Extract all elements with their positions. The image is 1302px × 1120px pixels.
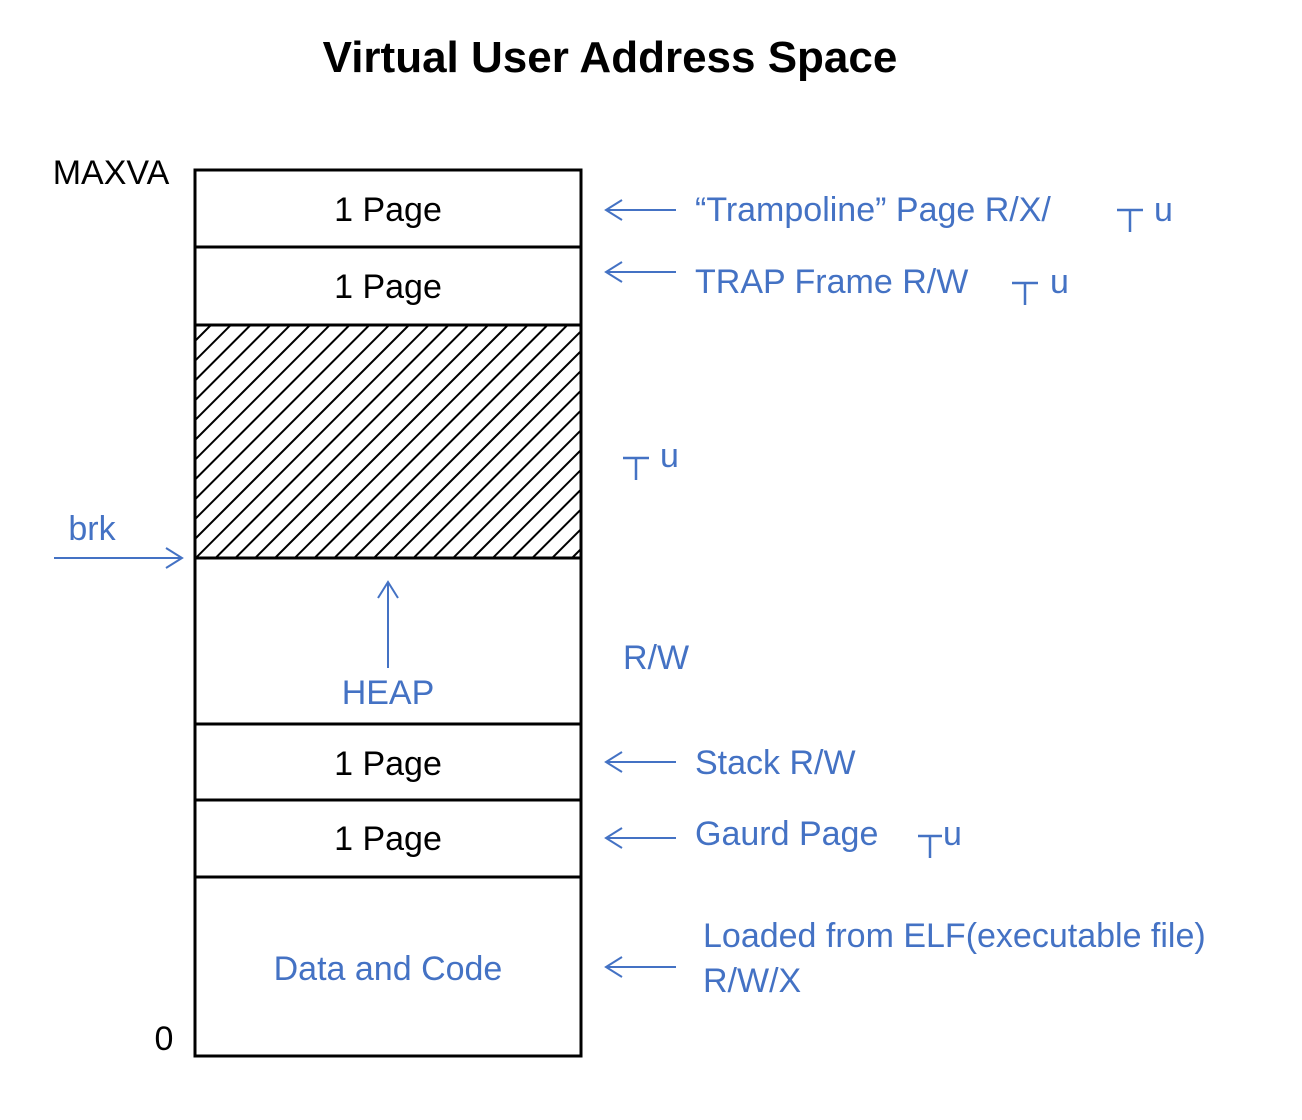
brk-label: brk [68,510,116,548]
down-tack-icon [1012,281,1038,305]
diagram-title: Virtual User Address Space [323,33,898,82]
stack-arrow-icon [604,751,676,773]
trapframe-u-flag: u [1050,263,1069,301]
trapframe-annotation: TRAP Frame R/W [695,263,968,301]
annotation-arrows [604,199,676,978]
data-code-box [193,875,583,1058]
heap-label: HEAP [342,674,435,712]
maxva-label: MAXVA [53,154,170,192]
down-tack-icon [623,456,649,480]
down-tack-icon [1117,208,1143,232]
unmapped-u-flag: u [660,437,679,475]
heap-growth-arrow-icon [377,580,399,668]
trampoline-page-box [193,168,583,249]
trampoline-annotation: “Trampoline” Page R/X/ [695,191,1051,229]
guard-page-label: 1 Page [334,820,442,858]
stack-annotation: Stack R/W [695,744,856,782]
trampoline-u-flag: u [1154,191,1173,229]
trampoline-arrow-icon [604,199,676,221]
down-tack-icon [918,834,942,858]
trampoline-page-label: 1 Page [334,191,442,229]
stack-page-label: 1 Page [334,745,442,783]
heap-permissions: R/W [623,639,689,677]
trapframe-arrow-icon [604,261,676,283]
unmapped-region-box [193,323,583,560]
data-code-annotation-line2: R/W/X [703,962,801,1000]
guard-arrow-icon [604,827,676,849]
guard-u-flag: u [943,815,962,853]
zero-address-label: 0 [155,1020,174,1058]
data-code-annotation-line1: Loaded from ELF(executable file) [703,917,1206,955]
data-code-label: Data and Code [274,950,503,988]
memory-column: 1 Page 1 Page HEAP 1 Page 1 Page Data an… [193,168,583,1058]
trapframe-page-label: 1 Page [334,268,442,306]
data-code-arrow-icon [604,956,676,978]
trapframe-page-box [193,245,583,327]
guard-annotation: Gaurd Page [695,815,878,853]
brk-arrow-icon [54,547,184,569]
